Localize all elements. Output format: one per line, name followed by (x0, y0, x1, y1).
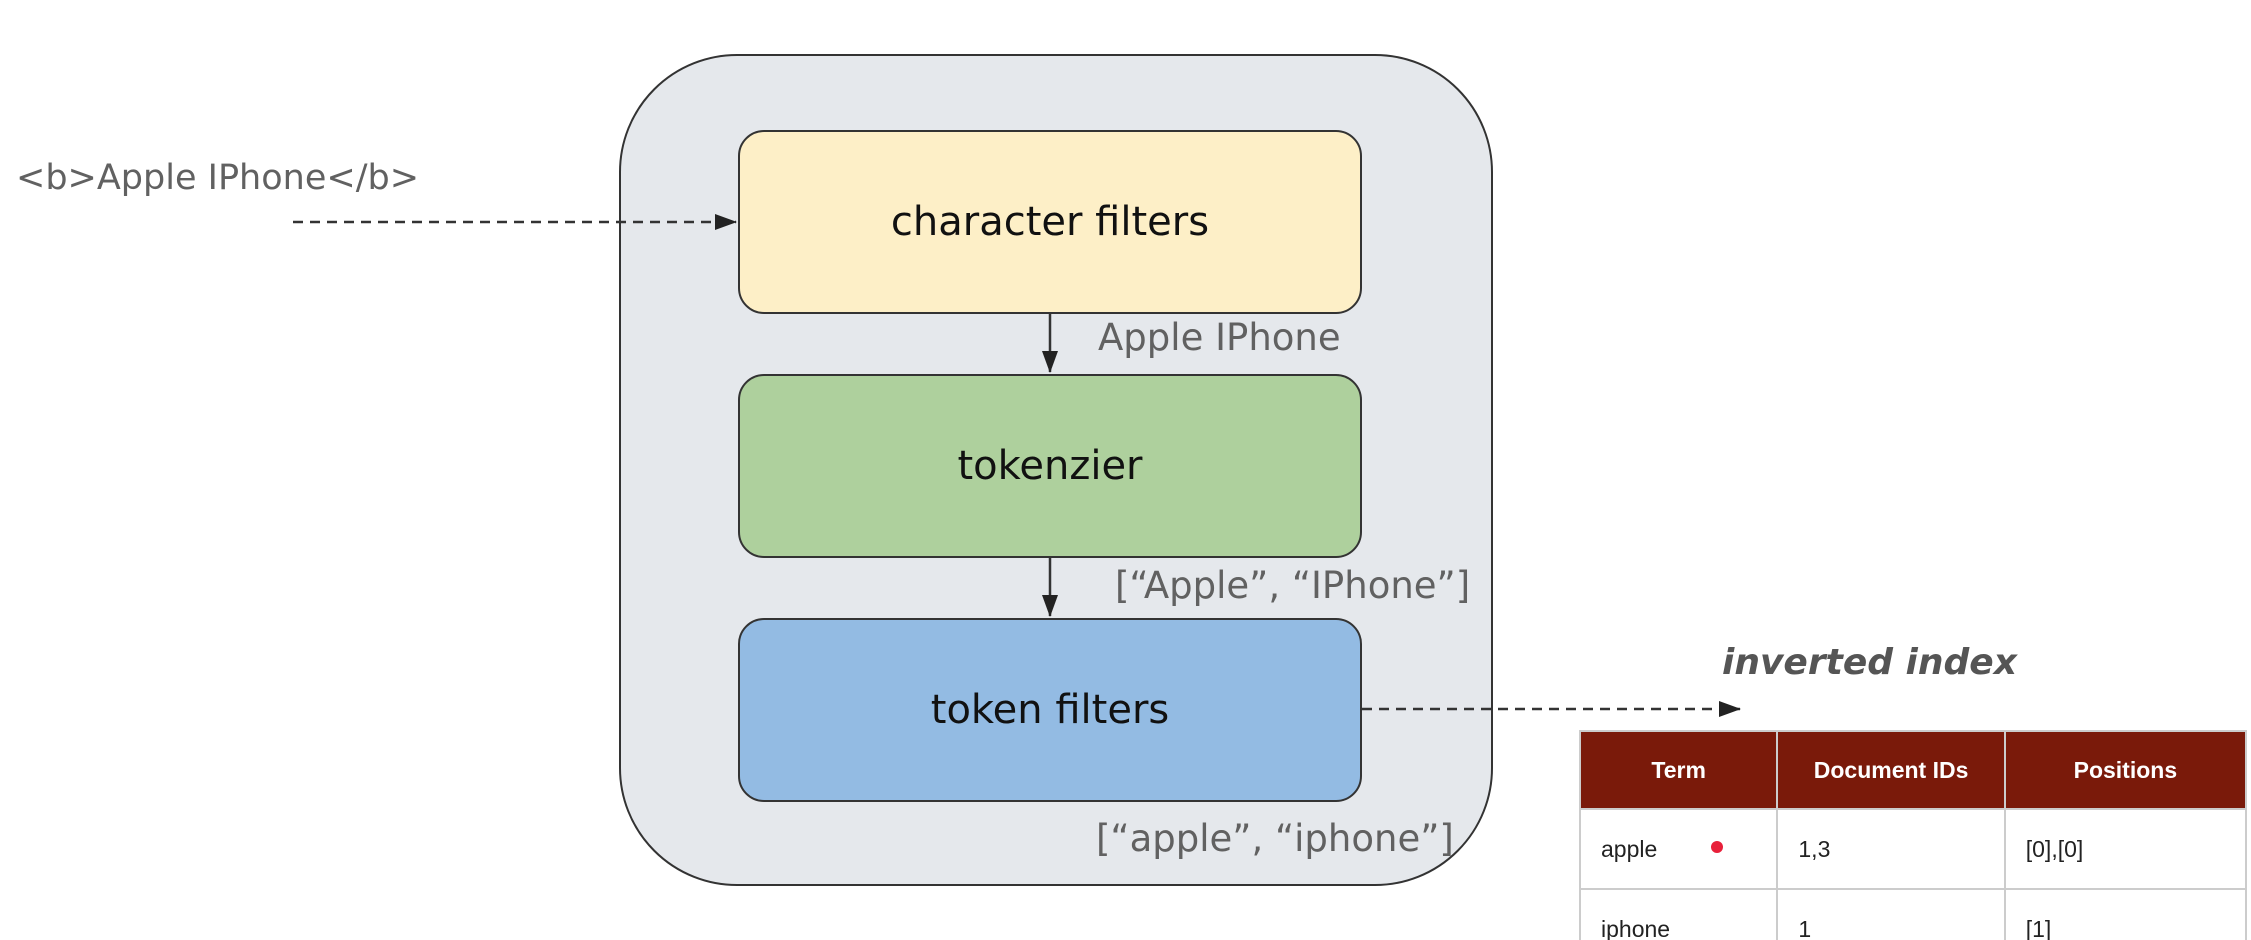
cell-term: apple (1579, 808, 1779, 890)
token-filter-output-label: [“apple”, “iphone”] (1096, 817, 1454, 860)
header-positions: Positions (2003, 730, 2248, 810)
char-filter-output-label: Apple IPhone (1098, 316, 1341, 359)
header-term: Term (1579, 730, 1779, 810)
character-filters-label: character filters (890, 199, 1210, 245)
term-text: apple (1601, 835, 1658, 862)
inverted-index-table-wrap: Term Document IDs Positions apple 1,3 [0… (1579, 730, 2249, 940)
token-filters-box: token filters (738, 618, 1362, 802)
inverted-index-table: Term Document IDs Positions apple 1,3 [0… (1579, 730, 2248, 940)
cell-positions: [0],[0] (2003, 808, 2248, 890)
inverted-index-label: inverted index (1722, 642, 2017, 683)
cell-positions: [1] (2003, 888, 2248, 940)
cell-document-ids: 1,3 (1776, 808, 2006, 890)
red-dot-icon (1711, 840, 1724, 853)
input-text: <b>Apple IPhone</b> (16, 158, 420, 198)
tokenizer-box: tokenzier (738, 374, 1362, 558)
header-document-ids: Document IDs (1776, 730, 2006, 810)
cell-term: iphone (1579, 888, 1779, 940)
table-header-row: Term Document IDs Positions (1579, 730, 2248, 810)
table-row: iphone 1 [1] (1579, 888, 2248, 940)
tokenizer-output-label: [“Apple”, “IPhone”] (1115, 564, 1471, 607)
token-filters-label: token filters (930, 687, 1170, 733)
character-filters-box: character filters (738, 130, 1362, 314)
table-row: apple 1,3 [0],[0] (1579, 808, 2248, 890)
tokenizer-label: tokenzier (957, 443, 1143, 489)
cell-document-ids: 1 (1776, 888, 2006, 940)
